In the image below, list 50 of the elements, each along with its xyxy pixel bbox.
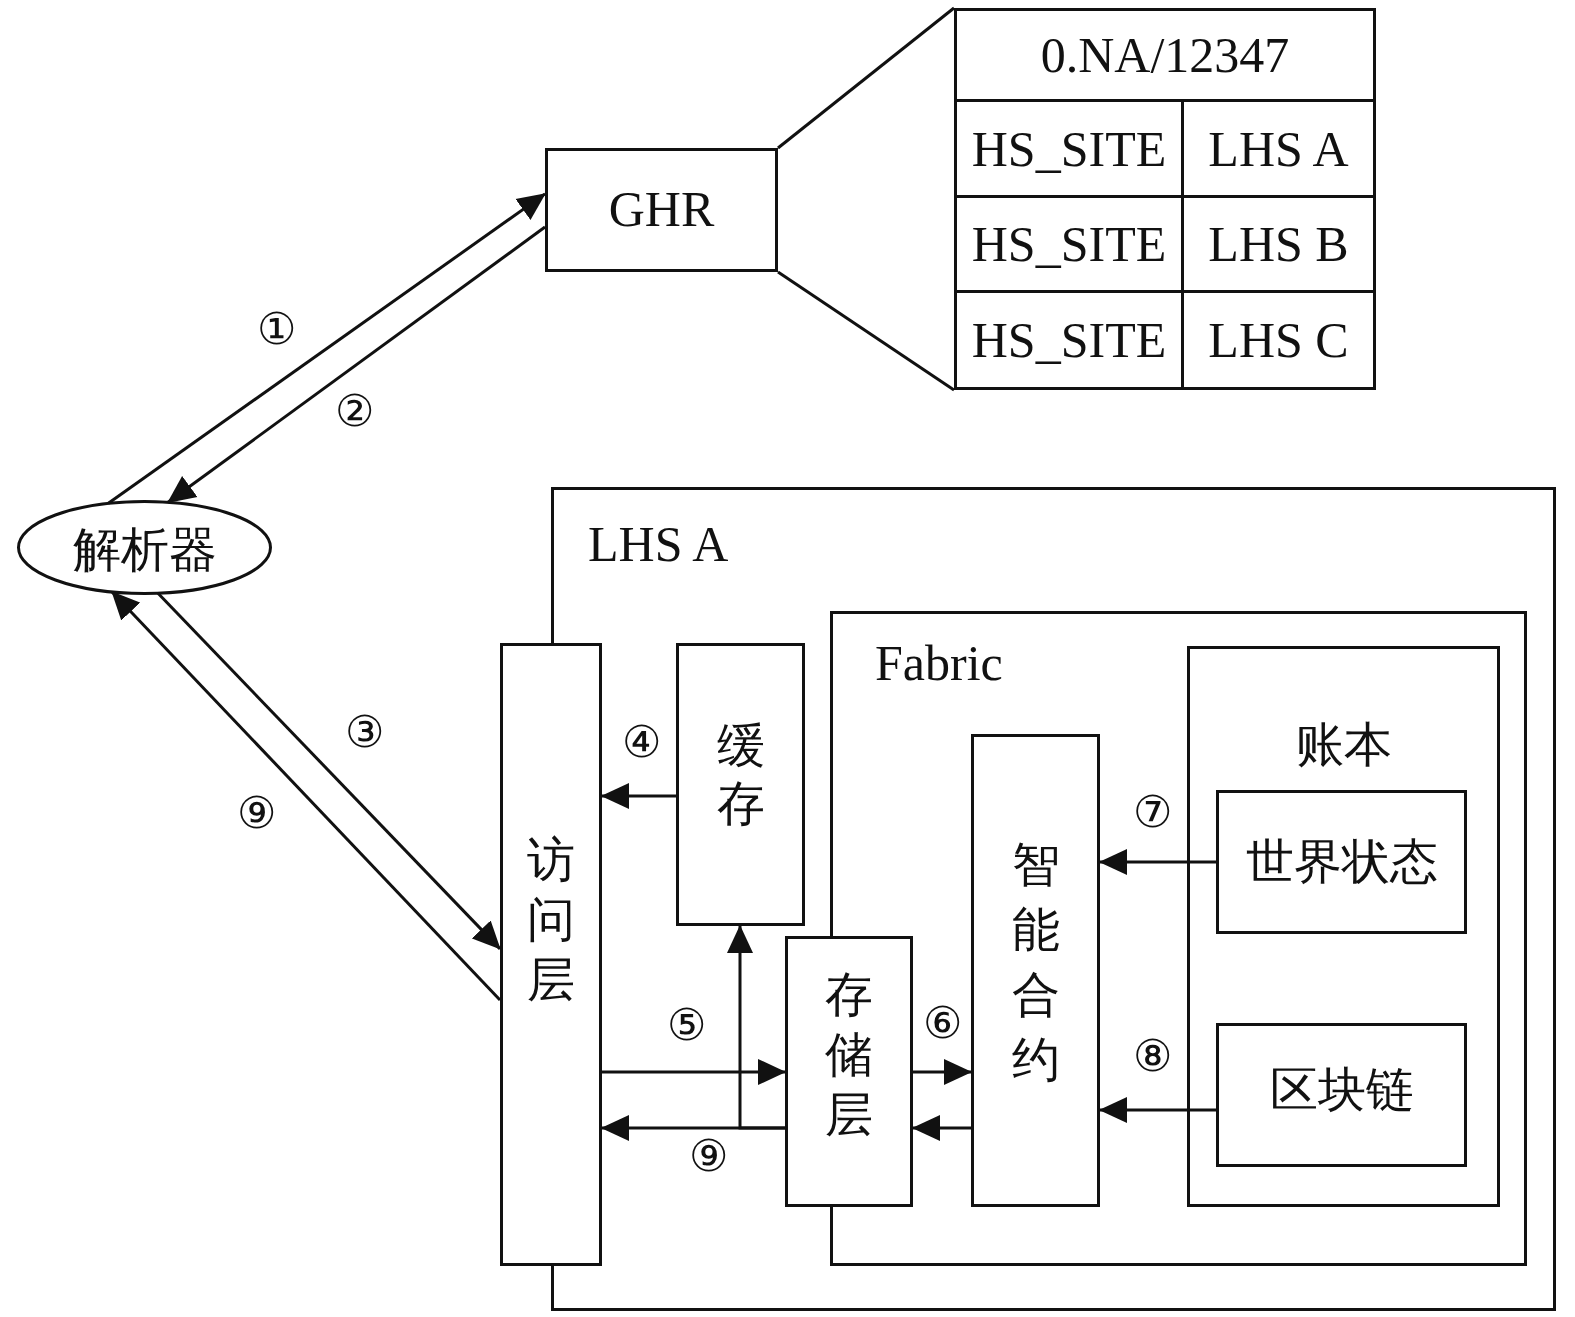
box-title: LHS A — [588, 516, 729, 574]
node-label: 解析器 — [72, 521, 217, 578]
edge-label: ② — [334, 390, 374, 434]
table-cell: LHS B — [1184, 198, 1373, 293]
data-table — [954, 8, 1376, 390]
arrow — [1099, 1097, 1216, 1123]
edge-label: ⑦ — [1132, 791, 1172, 835]
process-box — [545, 148, 778, 272]
node-label: 区块链 — [1269, 1062, 1414, 1118]
process-box — [1216, 1023, 1467, 1167]
arrow — [167, 225, 546, 504]
edge-label: ⑧ — [1132, 1035, 1172, 1079]
arrow — [107, 192, 546, 505]
edge-label: ④ — [621, 721, 661, 765]
arrow — [156, 592, 502, 950]
connector-line — [777, 270, 955, 392]
table-cell: HS_SITE — [957, 102, 1184, 198]
table-cell: LHS A — [1184, 102, 1373, 198]
arrow — [1099, 849, 1216, 875]
node-label: 存储层 — [825, 966, 873, 1143]
process-box — [785, 936, 913, 1207]
process-box — [500, 643, 602, 1266]
process-box — [676, 643, 805, 926]
node-label: GHR — [608, 181, 715, 239]
node-label: 世界状态 — [1245, 834, 1438, 890]
edge-label: ③ — [344, 711, 384, 755]
arrow — [601, 783, 676, 810]
arrow — [913, 1059, 972, 1085]
connector-line — [777, 6, 955, 150]
table-cell: HS_SITE — [957, 293, 1184, 387]
edge-label: ⑥ — [922, 1002, 962, 1046]
node-label: 访问层 — [527, 831, 575, 1008]
process-box — [1216, 790, 1467, 934]
table-cell-text: LHS C — [1207, 311, 1350, 370]
arrow — [602, 1059, 786, 1085]
edge-label: ⑤ — [666, 1004, 706, 1048]
node-label: 智能合约 — [1011, 836, 1060, 1088]
edge-label: ⑨ — [236, 792, 276, 836]
arrow — [727, 925, 785, 1130]
arrow — [111, 590, 502, 1002]
table-cell: 0.NA/12347 — [957, 11, 1373, 102]
node-label: 缓存 — [716, 717, 765, 832]
process-box — [971, 734, 1100, 1207]
table-cell: HS_SITE — [957, 198, 1184, 293]
container-box — [1187, 646, 1500, 1207]
box-title: Fabric — [875, 635, 1003, 693]
box-title: 账本 — [1295, 717, 1392, 773]
edge-label: ⑨ — [688, 1135, 728, 1179]
arrow — [912, 1115, 971, 1141]
edge-label: ① — [256, 308, 296, 352]
